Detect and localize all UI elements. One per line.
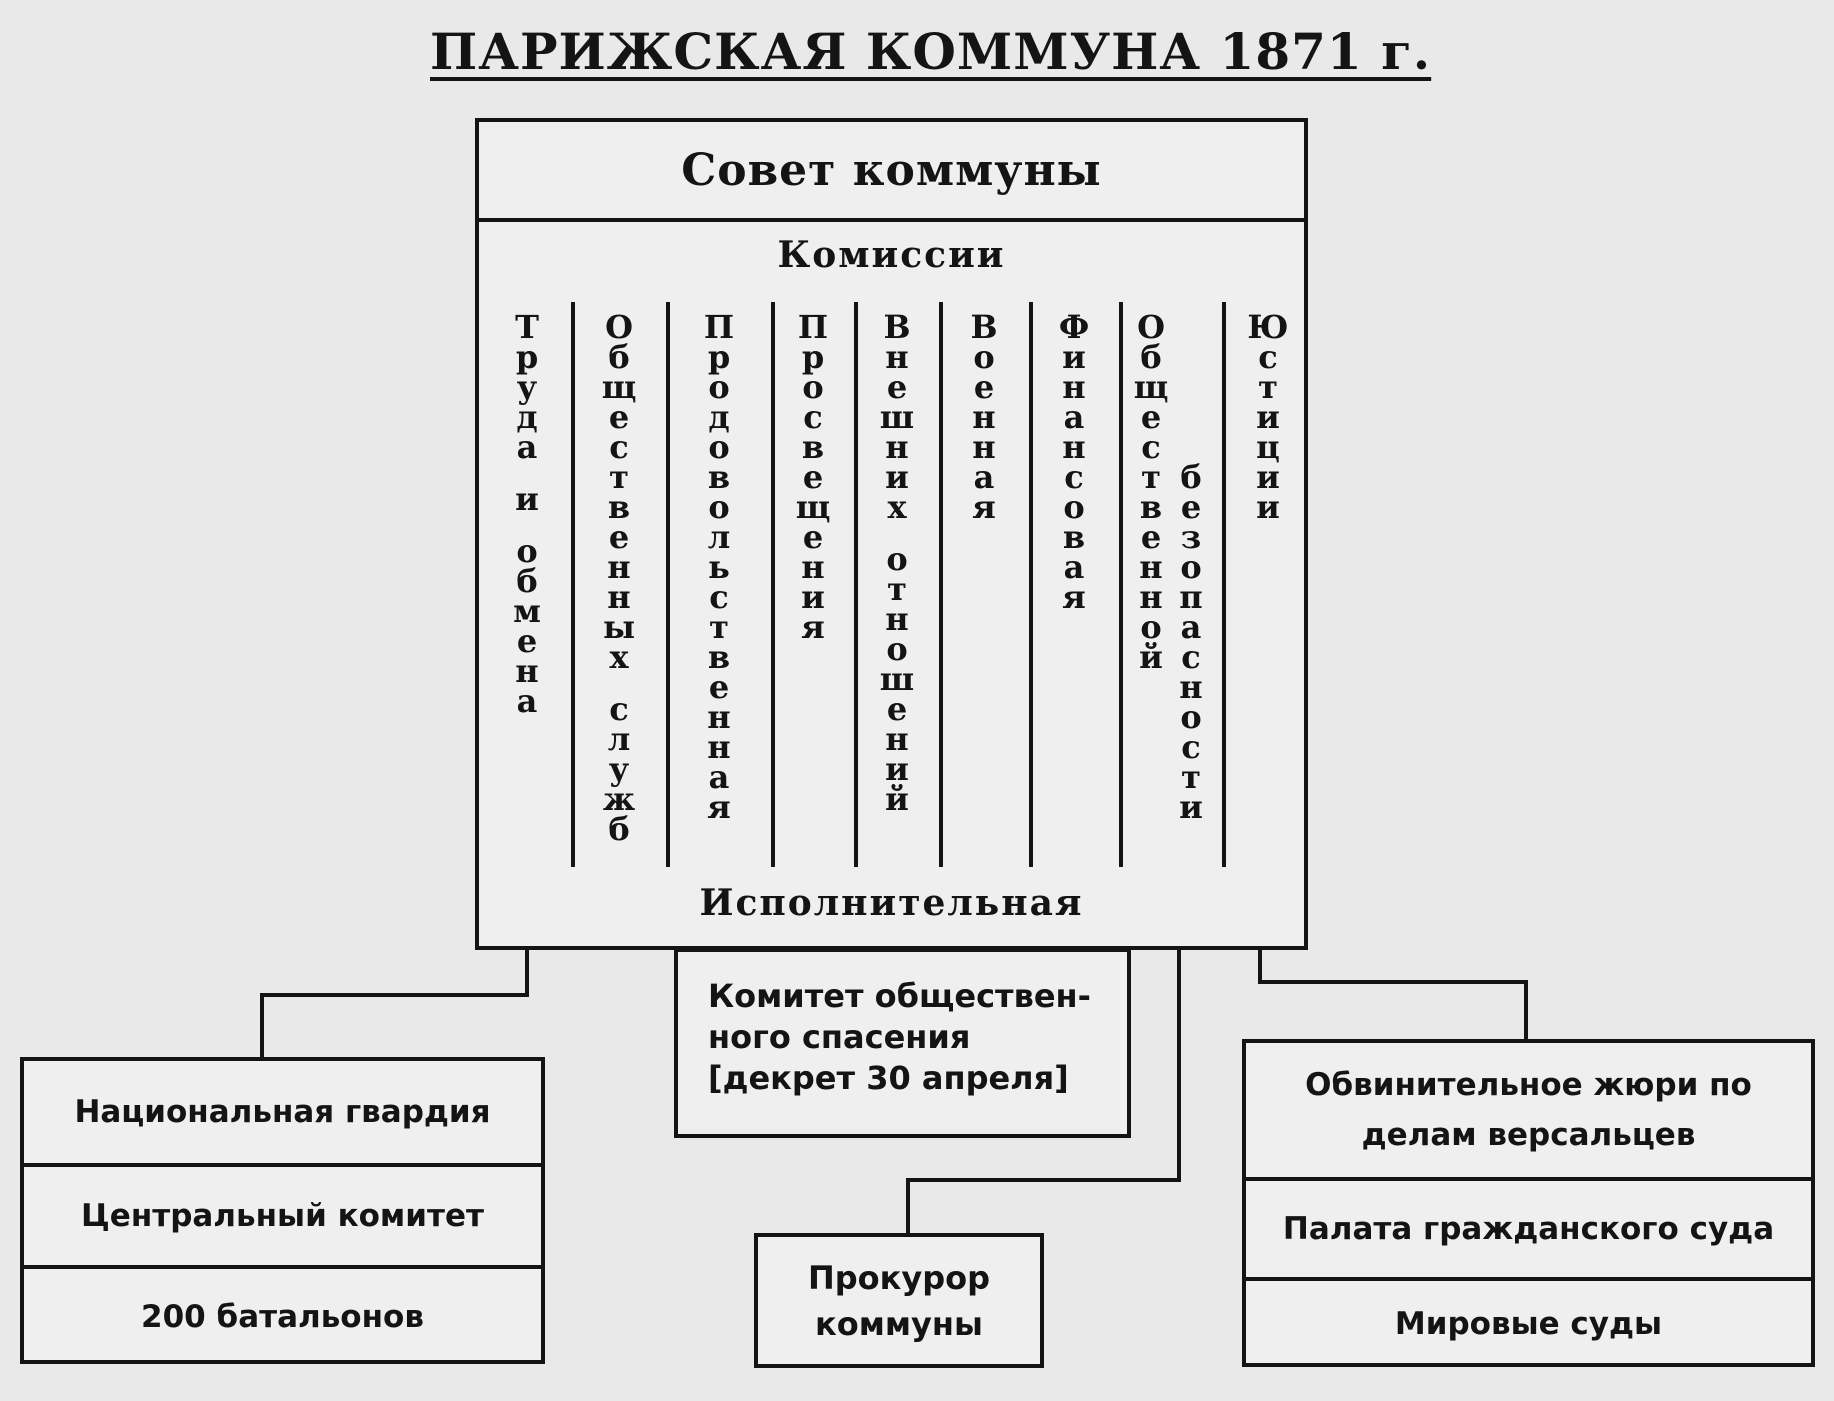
central-committee: Центральный комитет xyxy=(24,1163,541,1265)
connector-guard-v2 xyxy=(260,993,264,1059)
connector-prosecutor-h xyxy=(906,1178,1181,1182)
civil-court-chamber: Палата гражданского суда xyxy=(1246,1177,1811,1277)
page-title: ПАРИЖСКАЯ КОММУНА 1871 г. xyxy=(430,22,1432,81)
connector-courts-h xyxy=(1258,980,1528,984)
connector-guard-v1 xyxy=(525,950,529,996)
commission-divider xyxy=(771,302,775,867)
committee-line: Комитет обществен- xyxy=(708,977,1091,1015)
connector-courts-v1 xyxy=(1258,950,1262,984)
national-guard-box: Национальная гвардия Центральный комитет… xyxy=(20,1057,545,1364)
commission-divider xyxy=(1222,302,1226,867)
commission-divider xyxy=(854,302,858,867)
connector-guard-h xyxy=(260,993,529,997)
council-title: Совет коммуны xyxy=(479,122,1304,222)
committee-line: ного спасения xyxy=(708,1018,971,1056)
courts-box: Обвинительное жюри по делам версальцев П… xyxy=(1242,1039,1815,1367)
battalions: 200 батальонов xyxy=(24,1265,541,1364)
prosecutor-line: коммуны xyxy=(815,1304,983,1343)
national-guard-title: Национальная гвардия xyxy=(74,1094,491,1130)
prosecutor-line: Прокурор xyxy=(807,1258,991,1297)
commission-divider xyxy=(1029,302,1033,867)
prosecutor-box: Прокурор коммуны xyxy=(754,1233,1044,1368)
commission-divider xyxy=(571,302,575,867)
indictment-jury: Обвинительное жюри по делам версальцев xyxy=(1305,1067,1752,1153)
magistrate-courts: Мировые суды xyxy=(1246,1277,1811,1367)
public-safety-committee-box: Комитет обществен- ного спасения [декрет… xyxy=(674,948,1131,1138)
commission-divider xyxy=(666,302,670,867)
commissions-label: Комиссии xyxy=(777,234,1006,276)
commission-divider xyxy=(939,302,943,867)
connector-courts-v2 xyxy=(1524,980,1528,1041)
connector-prosecutor-v1 xyxy=(1177,950,1181,1182)
executive-label: Исполнительная xyxy=(699,882,1084,924)
committee-decree: [декрет 30 апреля] xyxy=(708,1059,1069,1097)
connector-prosecutor-v2 xyxy=(906,1178,910,1235)
commission-divider xyxy=(1119,302,1123,867)
commission-word: и xyxy=(515,480,539,518)
